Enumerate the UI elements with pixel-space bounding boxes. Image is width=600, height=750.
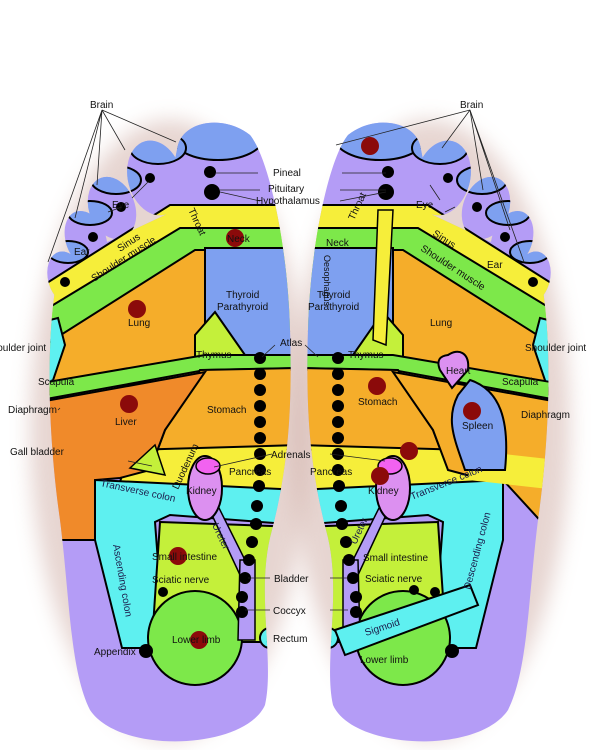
gall-bladder-region bbox=[128, 443, 167, 476]
label-ear-left: Ear bbox=[74, 247, 90, 258]
label-adrenals: Adrenals bbox=[271, 450, 310, 461]
label-rectum: Rectum bbox=[273, 634, 307, 645]
label-eye-left: Eye bbox=[112, 200, 130, 211]
label-pancreas-left: Pancreas bbox=[229, 467, 271, 478]
label-brain-left: Brain bbox=[90, 100, 113, 111]
heart-region bbox=[437, 350, 470, 390]
red-points bbox=[120, 137, 481, 649]
label-shoulder-joint-right: Shoulder joint bbox=[525, 343, 586, 354]
label-scapula-left: Scapula bbox=[38, 377, 75, 388]
sigmoid-region bbox=[333, 583, 480, 657]
spleen-region bbox=[450, 378, 508, 471]
label-diaphragm-right: Diaphragm bbox=[521, 410, 570, 421]
label-appendix: Appendix bbox=[94, 647, 136, 658]
label-eye-right: Eye bbox=[416, 200, 434, 211]
label-sciatic-nerve-left: Sciatic nerve bbox=[152, 575, 210, 586]
label-small-intestine-left: Small intestine bbox=[152, 552, 217, 563]
label-coccyx: Coccyx bbox=[273, 606, 306, 617]
label-thymus-left: Thymus bbox=[196, 350, 232, 361]
label-kidney-left: Kidney bbox=[186, 486, 217, 497]
label-ear-right: Ear bbox=[487, 260, 503, 271]
label-thyroid-left: Thyroid bbox=[226, 290, 259, 301]
label-stomach-right: Stomach bbox=[358, 397, 397, 408]
leader-lines bbox=[47, 109, 525, 611]
label-small-intestine-right: Small intestine bbox=[363, 553, 428, 564]
label-pituitary: Pituitary bbox=[268, 184, 304, 195]
label-hypothalamus: Hypothalamus bbox=[256, 196, 320, 207]
label-diaphragm-left: Diaphragm bbox=[8, 405, 57, 416]
label-spleen: Spleen bbox=[462, 421, 493, 432]
label-heart: Heart bbox=[446, 366, 471, 377]
label-lower-limb-left: Lower limb bbox=[172, 635, 221, 646]
label-atlas: Atlas bbox=[280, 338, 302, 349]
label-sciatic-nerve-right: Sciatic nerve bbox=[365, 574, 423, 585]
label-liver: Liver bbox=[115, 417, 137, 428]
label-neck-left: Neck bbox=[227, 234, 251, 245]
label-lung-left: Lung bbox=[128, 318, 150, 329]
label-pineal: Pineal bbox=[273, 168, 301, 179]
label-gall-bladder: Gall bladder bbox=[10, 447, 65, 458]
label-kidney-right: Kidney bbox=[368, 486, 399, 497]
label-stomach-left: Stomach bbox=[207, 405, 246, 416]
label-lung-right: Lung bbox=[430, 318, 452, 329]
oesophagus-region bbox=[372, 209, 394, 347]
label-scapula-right: Scapula bbox=[502, 377, 539, 388]
label-parathyroid-left: Parathyroid bbox=[217, 302, 268, 313]
label-lower-limb-right: Lower limb bbox=[360, 655, 409, 666]
label-pancreas-right: Pancreas bbox=[310, 467, 352, 478]
label-shoulder-joint-left: Shoulder joint bbox=[0, 343, 46, 354]
label-neck-right: Neck bbox=[326, 238, 350, 249]
label-brain-right: Brain bbox=[460, 100, 483, 111]
label-parathyroid-right: Parathyroid bbox=[308, 302, 359, 313]
label-oesophagus: Oesophagus bbox=[322, 255, 332, 307]
label-thymus-right: Thymus bbox=[348, 350, 384, 361]
sciatic-point-right bbox=[409, 585, 419, 595]
label-thyroid-right: Thyroid bbox=[317, 290, 350, 301]
label-bladder: Bladder bbox=[274, 574, 309, 585]
